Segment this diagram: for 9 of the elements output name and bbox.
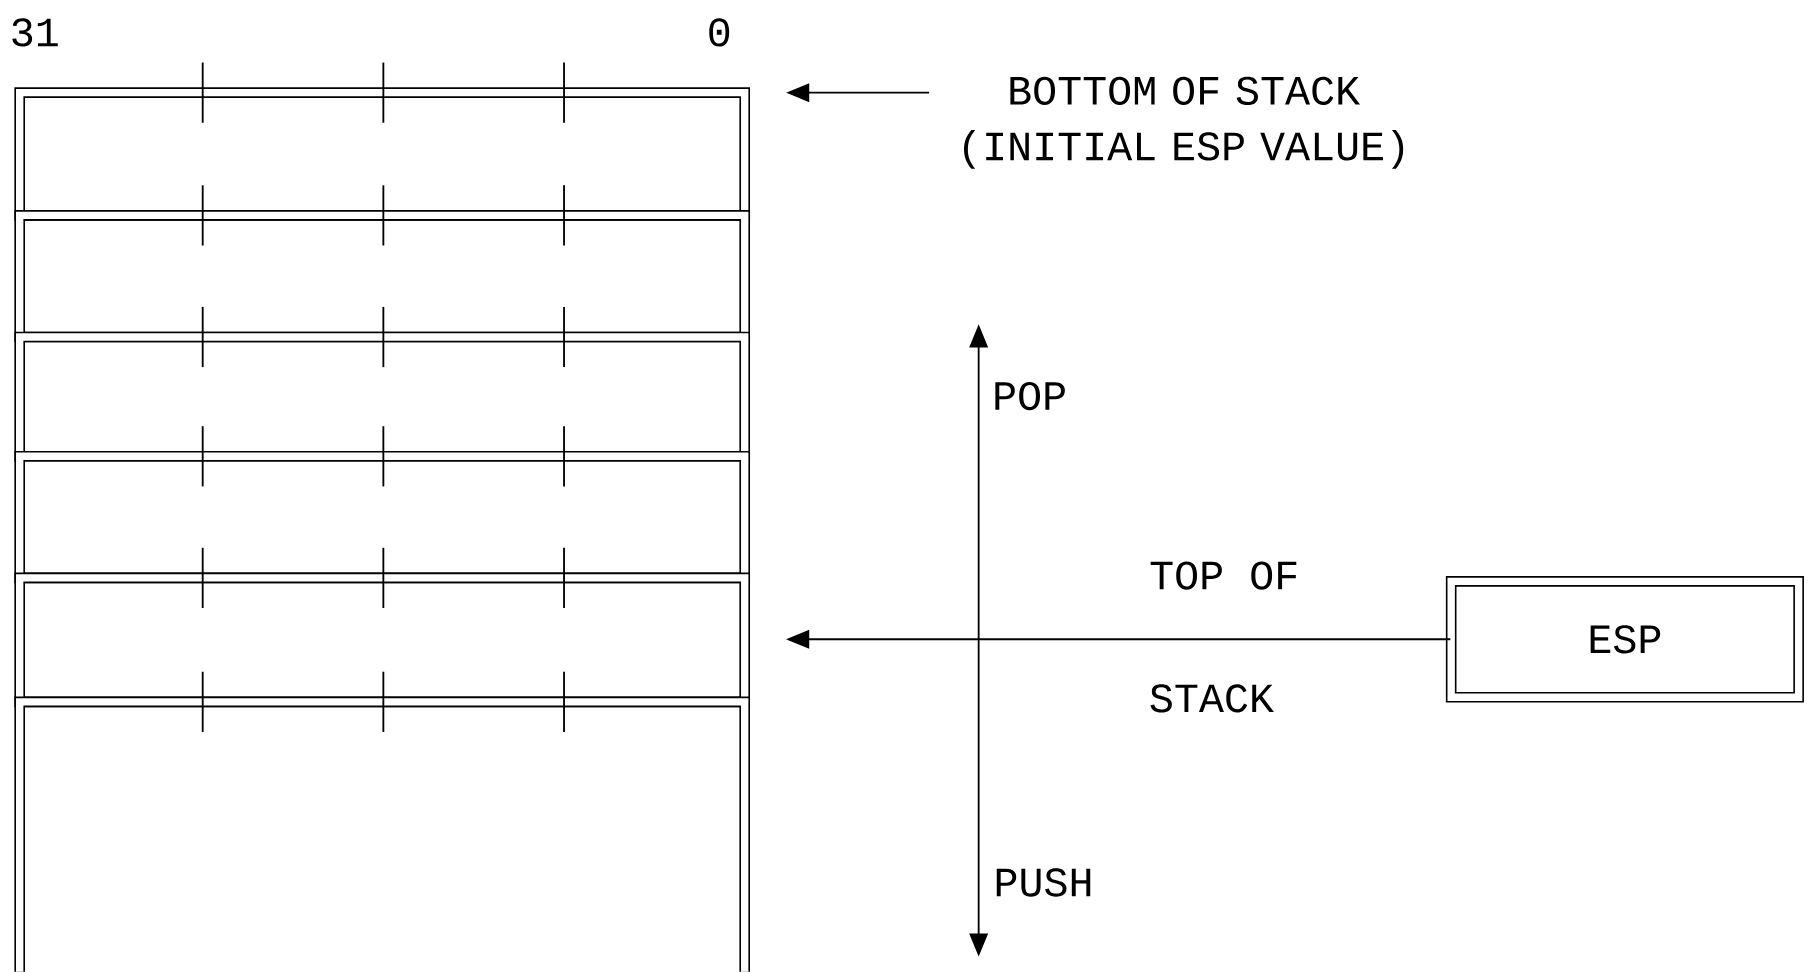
stack-cell xyxy=(14,696,750,972)
direction-label: PUSH xyxy=(996,868,1091,897)
pointer-label: STACK xyxy=(1150,684,1274,713)
direction-label: POP xyxy=(995,382,1065,411)
bit-number: 31 xyxy=(12,18,58,47)
pointer-label: TOP OF xyxy=(1150,561,1297,590)
register-box: ESP xyxy=(1445,576,1804,703)
bit-number: 0 xyxy=(709,18,730,47)
annotation-text: BOTTOM OF STACK (INITIAL ESP VALUE) xyxy=(964,76,1404,169)
